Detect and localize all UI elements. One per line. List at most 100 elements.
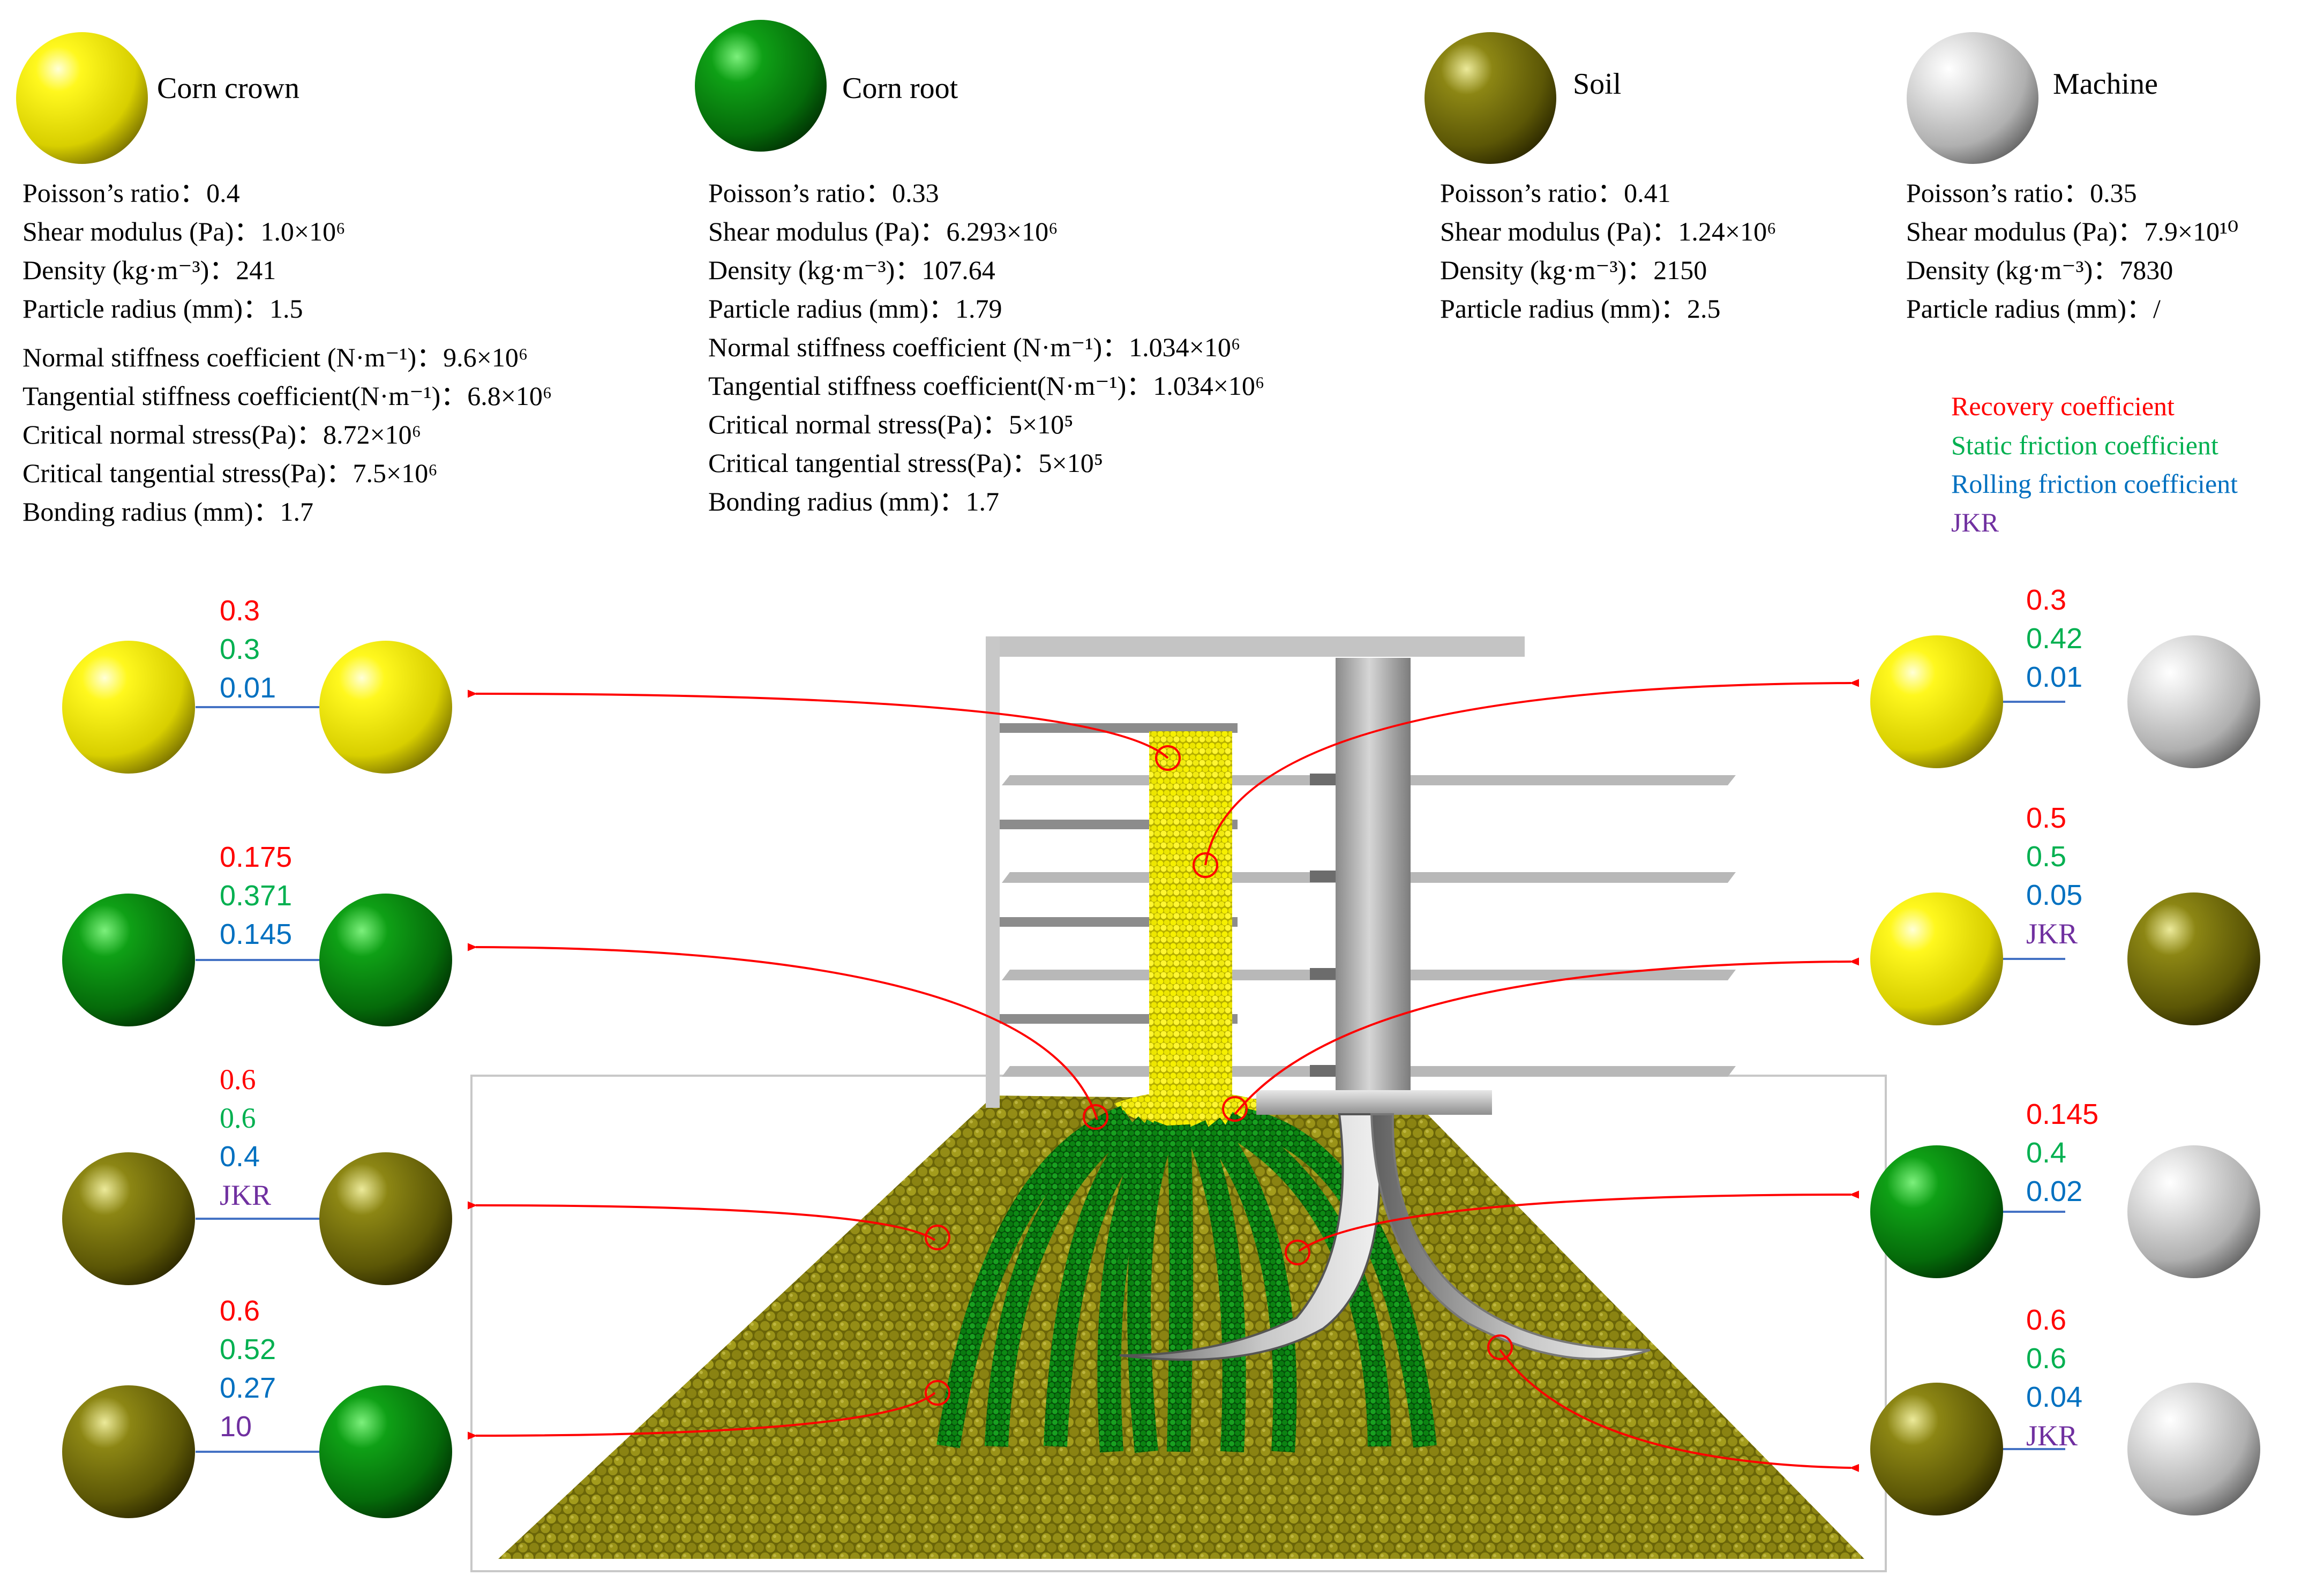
pair-root-machine: 0.145 0.4 0.02 <box>1870 1098 2260 1278</box>
machine-frame <box>986 636 1525 1108</box>
corn-crown-sphere-icon <box>319 641 452 774</box>
corn-root-sphere-icon <box>62 894 195 1026</box>
static-friction-value: 0.52 <box>220 1333 276 1366</box>
jkr-value: JKR <box>220 1179 271 1211</box>
legend-static-friction: Static friction coefficient <box>1951 430 2218 460</box>
rolling-friction-value: 0.145 <box>220 918 292 950</box>
param-shear: Shear modulus (Pa)：1.24×10⁶ <box>1440 216 1776 246</box>
contact-arrows <box>467 679 1860 1472</box>
param-bonding-radius: Bonding radius (mm)：1.7 <box>708 486 999 516</box>
pair-soil-machine: 0.6 0.6 0.04 JKR <box>1870 1304 2260 1516</box>
material-name: Soil <box>1573 67 1621 101</box>
arrow-root-machine <box>1298 1190 1860 1252</box>
material-name: Corn crown <box>157 72 299 105</box>
param-normal-stiffness: Normal stiffness coefficient (N·m⁻¹)：1.0… <box>708 332 1240 362</box>
material-machine: Machine Poisson’s ratio：0.35 Shear modul… <box>1906 32 2238 324</box>
param-shear: Shear modulus (Pa)：6.293×10⁶ <box>708 216 1058 246</box>
pair-soil-soil: 0.6 0.6 0.4 JKR <box>62 1063 452 1285</box>
machine-sphere-icon <box>2127 1145 2260 1278</box>
pair-soil-root: 0.6 0.52 0.27 10 <box>62 1295 452 1518</box>
corn-roots <box>936 1106 1437 1453</box>
param-bonding-radius: Bonding radius (mm)：1.7 <box>23 497 313 527</box>
material-corn-root: Corn root Poisson’s ratio：0.33 Shear mod… <box>695 20 1264 516</box>
cutter-disc <box>1256 1090 1492 1115</box>
soil-sphere-icon <box>62 1152 195 1285</box>
recovery-value: 0.3 <box>220 595 260 627</box>
contact-markers <box>925 745 1513 1406</box>
rolling-friction-value: 0.27 <box>220 1372 276 1404</box>
corn-root-sphere-icon <box>319 1385 452 1518</box>
right-blade <box>1370 1113 1651 1360</box>
static-friction-value: 0.371 <box>220 880 292 912</box>
rolling-friction-value: 0.04 <box>2026 1381 2082 1413</box>
rolling-friction-value: 0.4 <box>220 1141 260 1173</box>
static-friction-value: 0.42 <box>2026 622 2082 655</box>
pair-crown-machine: 0.3 0.42 0.01 <box>1870 584 2260 768</box>
simulation-scene <box>470 636 1887 1572</box>
corn-root-sphere-icon <box>695 20 827 152</box>
material-name: Machine <box>2053 67 2158 101</box>
param-density: Density (kg·m⁻³)：7830 <box>1906 255 2173 285</box>
param-critical-tangential: Critical tangential stress(Pa)：5×10⁵ <box>708 448 1103 478</box>
machine-sphere-icon <box>2127 1383 2260 1516</box>
recovery-value: 0.145 <box>2026 1098 2098 1130</box>
param-radius: Particle radius (mm)：1.79 <box>708 294 1002 324</box>
param-critical-normal: Critical normal stress(Pa)：5×10⁵ <box>708 409 1074 439</box>
corn-crown-sphere-icon <box>1870 892 2003 1025</box>
param-critical-tangential: Critical tangential stress(Pa)：7.5×10⁶ <box>23 458 438 488</box>
soil-sphere-icon <box>62 1385 195 1518</box>
jkr-value: 10 <box>220 1411 252 1443</box>
arrow-soil-root <box>467 1392 936 1440</box>
param-radius: Particle radius (mm)：1.5 <box>23 294 303 324</box>
soil-sphere-icon <box>2127 892 2260 1025</box>
param-tangential-stiffness: Tangential stiffness coefficient(N·m⁻¹)：… <box>23 381 552 411</box>
jkr-value: JKR <box>2026 1420 2078 1452</box>
param-shear: Shear modulus (Pa)：1.0×10⁶ <box>23 216 346 246</box>
machine-sphere-icon <box>1907 32 2038 164</box>
param-density: Density (kg·m⁻³)：241 <box>23 255 276 285</box>
left-blade <box>1119 1113 1381 1361</box>
param-density: Density (kg·m⁻³)：2150 <box>1440 255 1707 285</box>
param-radius: Particle radius (mm)：/ <box>1906 294 2161 324</box>
corn-crown-column <box>1149 731 1232 1106</box>
param-poisson: Poisson’s ratio：0.4 <box>23 178 240 208</box>
param-density: Density (kg·m⁻³)：107.64 <box>708 255 995 285</box>
arrow-crown-crown <box>467 689 1169 759</box>
param-radius: Particle radius (mm)：2.5 <box>1440 294 1721 324</box>
param-poisson: Poisson’s ratio：0.33 <box>708 178 939 208</box>
legend-recovery: Recovery coefficient <box>1951 391 2175 421</box>
material-corn-crown: Corn crown Poisson’s ratio：0.4 Shear mod… <box>16 32 552 527</box>
recovery-value: 0.6 <box>220 1295 260 1327</box>
param-critical-normal: Critical normal stress(Pa)：8.72×10⁶ <box>23 419 421 449</box>
material-soil: Soil Poisson’s ratio：0.41 Shear modulus … <box>1425 32 1776 324</box>
soil-sphere-icon <box>1870 1383 2003 1516</box>
static-friction-value: 0.4 <box>2026 1137 2066 1169</box>
recovery-value: 0.6 <box>2026 1304 2066 1336</box>
static-friction-value: 0.6 <box>2026 1342 2066 1375</box>
static-friction-value: 0.6 <box>220 1102 256 1134</box>
corn-crown-sphere-icon <box>1870 635 2003 768</box>
soil-sphere-icon <box>1425 32 1556 164</box>
corn-crown-sphere-icon <box>16 32 148 164</box>
arrow-soil-machine <box>1499 1349 1860 1472</box>
corn-crown-sphere-icon <box>62 641 195 774</box>
rolling-friction-value: 0.05 <box>2026 879 2082 911</box>
static-friction-value: 0.5 <box>2026 841 2066 873</box>
param-poisson: Poisson’s ratio：0.41 <box>1440 178 1671 208</box>
soil-sphere-icon <box>319 1152 452 1285</box>
recovery-value: 0.6 <box>220 1063 256 1096</box>
coefficient-legend: Recovery coefficient Static friction coe… <box>1951 391 2238 537</box>
arrow-crown-machine <box>1204 679 1860 866</box>
param-tangential-stiffness: Tangential stiffness coefficient(N·m⁻¹)：… <box>708 371 1264 401</box>
param-poisson: Poisson’s ratio：0.35 <box>1906 178 2137 208</box>
rolling-friction-value: 0.01 <box>220 672 276 704</box>
rolling-friction-value: 0.01 <box>2026 661 2082 693</box>
pair-crown-soil: 0.5 0.5 0.05 JKR <box>1870 802 2260 1025</box>
recovery-value: 0.5 <box>2026 802 2066 834</box>
arrow-root-root <box>467 943 1098 1120</box>
jkr-value: JKR <box>2026 918 2078 950</box>
arrow-soil-soil <box>467 1201 936 1241</box>
rolling-friction-value: 0.02 <box>2026 1175 2082 1207</box>
corn-root-sphere-icon <box>1870 1145 2003 1278</box>
